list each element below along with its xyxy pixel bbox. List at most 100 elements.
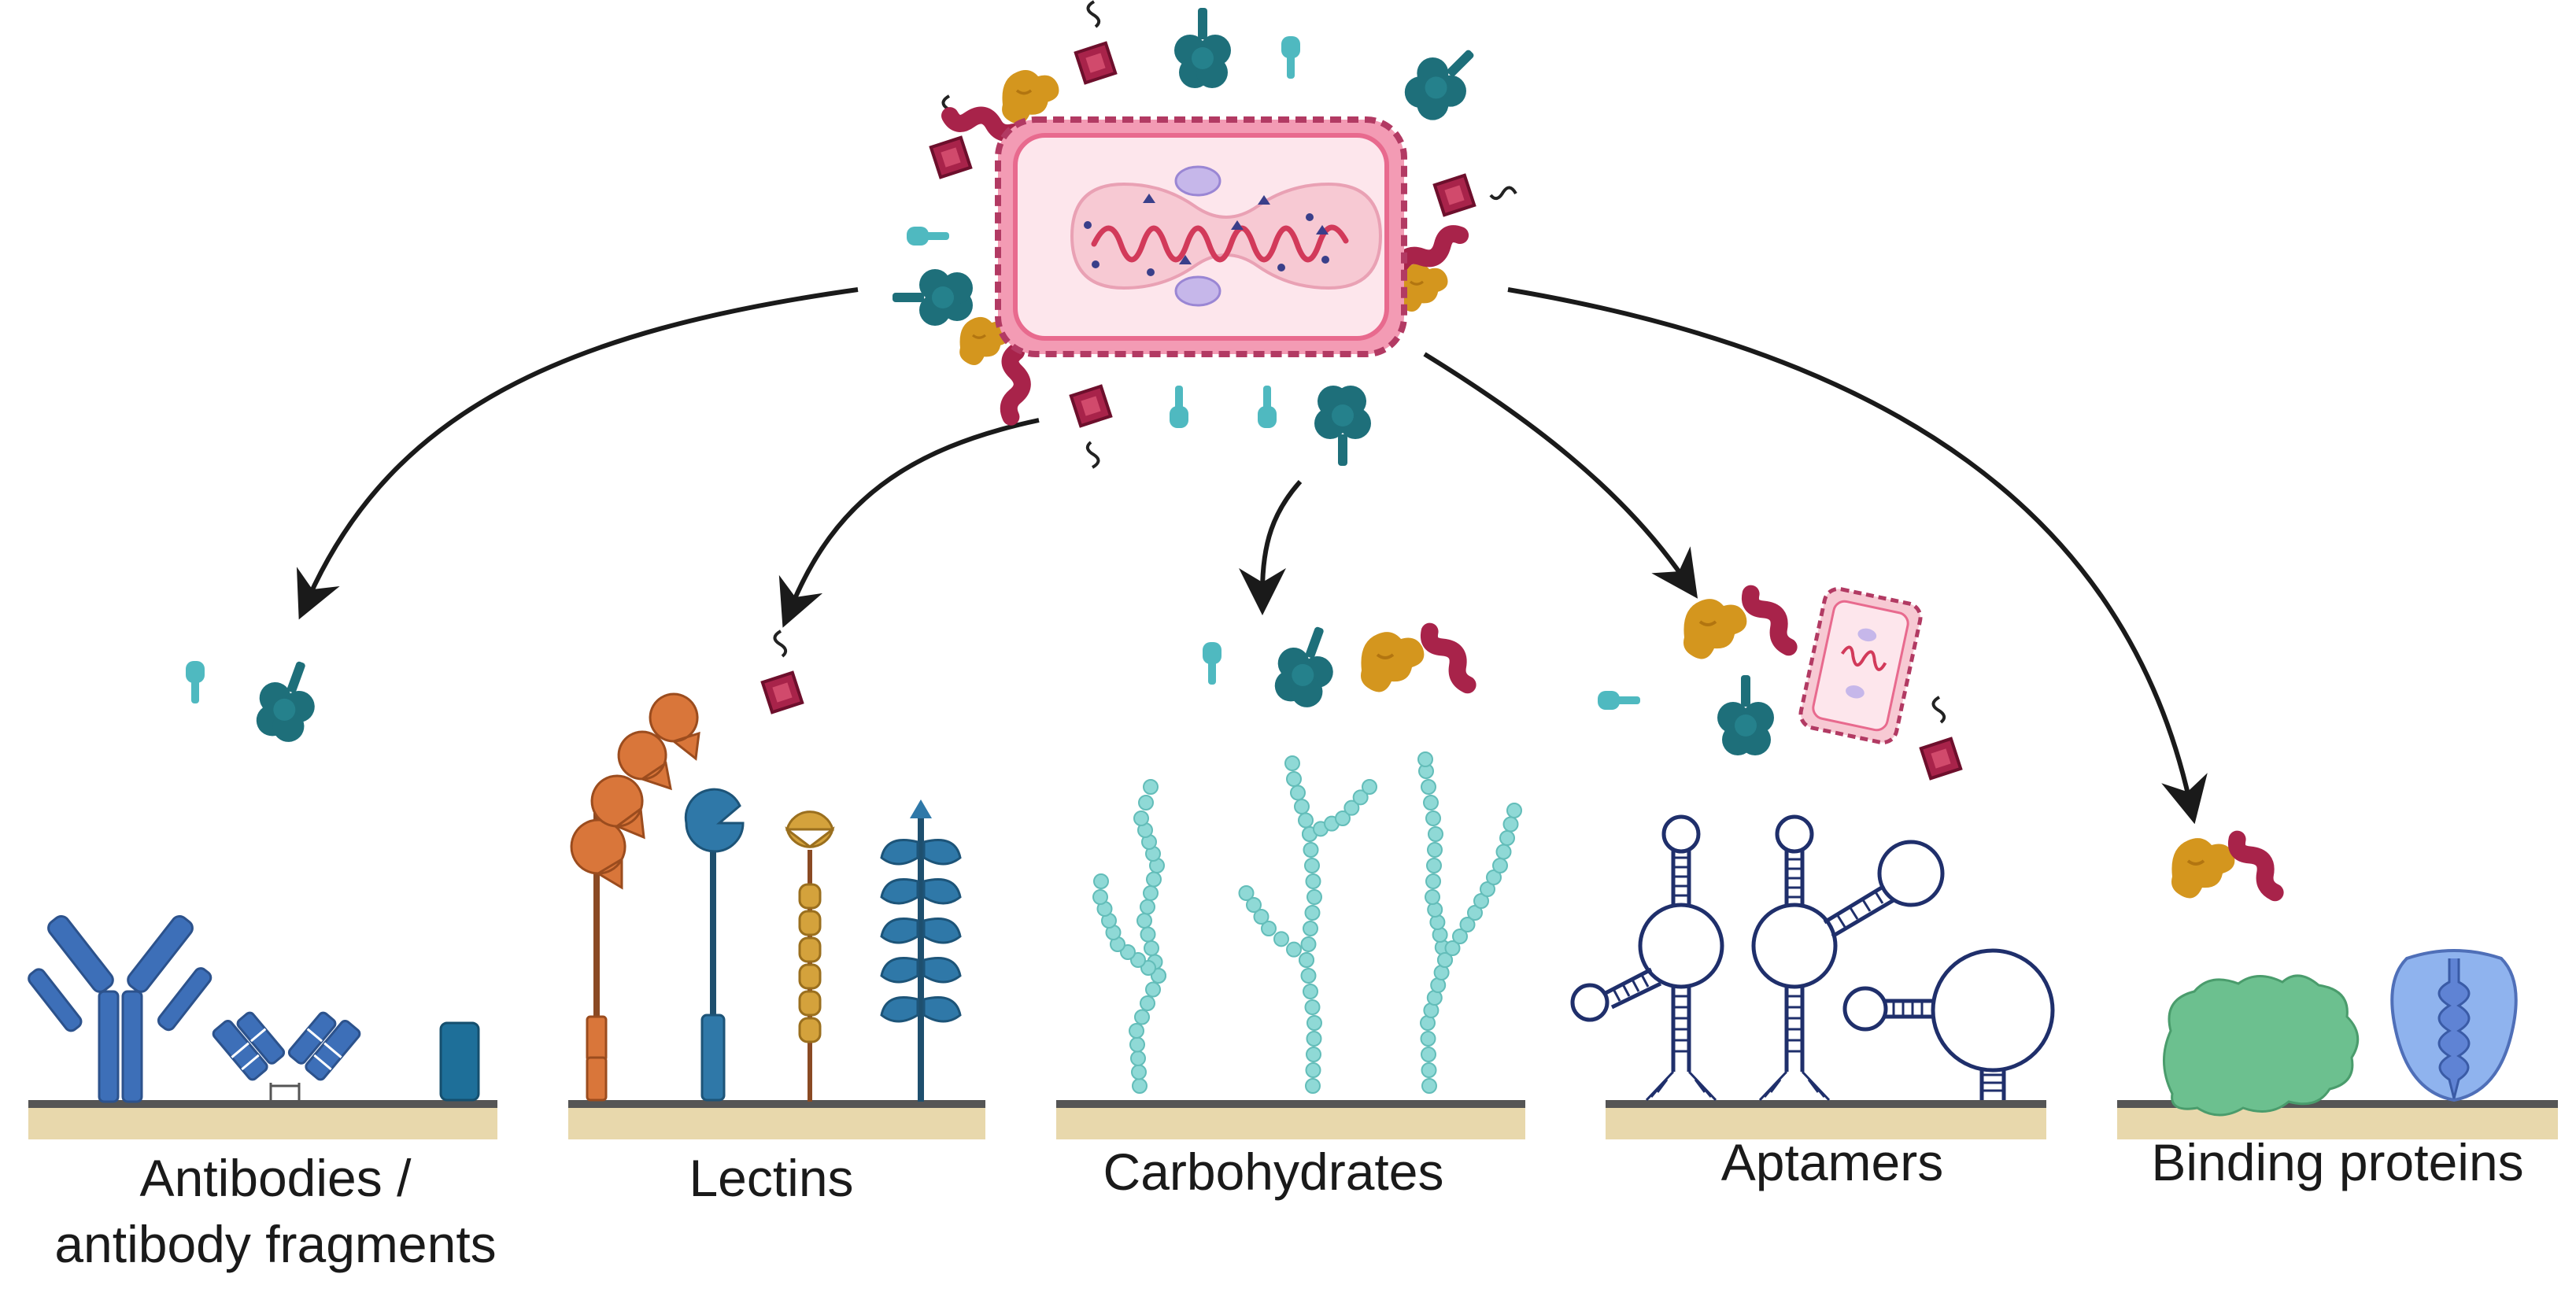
- carb-bead: [1290, 785, 1306, 801]
- carb-bead: [1502, 816, 1519, 833]
- carb-bead: [1261, 921, 1277, 936]
- carb-bead: [1093, 873, 1109, 889]
- carb-bead: [1246, 897, 1262, 913]
- plasmid-bottom: [1174, 275, 1221, 307]
- lectin-orange-icon: [570, 692, 700, 1102]
- carb-bead: [1120, 944, 1136, 960]
- surface-carbohydrates: [1056, 1100, 1525, 1139]
- carb-bead: [1428, 826, 1443, 842]
- carb-bead: [1304, 858, 1320, 873]
- carb-bead: [1304, 999, 1321, 1015]
- plasmid-top: [1174, 165, 1221, 197]
- carb-bead: [1421, 1062, 1437, 1078]
- carb-bead: [1130, 1050, 1146, 1066]
- carb-bead: [1300, 968, 1317, 984]
- carb-bead: [1420, 1031, 1436, 1047]
- carb-bead: [1143, 885, 1159, 901]
- nanobody-icon: [439, 1021, 480, 1102]
- crimson-worm-icon: [2234, 833, 2275, 899]
- lectin-blue-icon: [684, 788, 745, 1102]
- label-antibodies-line2: antibody fragments: [54, 1215, 496, 1273]
- aptamer-2-icon: [1751, 814, 1945, 1102]
- carb-bead: [1427, 902, 1443, 918]
- carb-bead: [1432, 927, 1448, 943]
- carb-bead: [1305, 1062, 1321, 1078]
- label-binding-proteins: Binding proteins: [2151, 1133, 2523, 1191]
- mustard-protein-icon: [1359, 630, 1426, 694]
- dna-strand: [1091, 224, 1349, 263]
- carb-bead: [1303, 984, 1318, 999]
- dark-protein-icon: [1266, 618, 1347, 713]
- arrow-to-carbohydrates: [1239, 480, 1303, 615]
- carb-bead: [1499, 830, 1515, 846]
- carb-bead: [1299, 952, 1314, 968]
- carb-bead: [1273, 931, 1289, 947]
- targets-aptamers: [1598, 586, 1963, 781]
- light-pin-icon: [1203, 642, 1221, 685]
- carb-bead: [1138, 795, 1154, 810]
- carb-bead: [1427, 842, 1443, 858]
- carb-bead: [1304, 905, 1321, 921]
- carb-bead: [1495, 844, 1512, 860]
- carb-bead: [1426, 858, 1442, 873]
- crimson-worm-icon: [1427, 626, 1468, 692]
- carb-bead: [1305, 873, 1321, 889]
- aptamer-3-icon: [1842, 948, 2055, 1100]
- carb-bead: [1140, 926, 1156, 943]
- carb-bead: [1253, 909, 1270, 925]
- dark-protein-icon: [1717, 675, 1774, 755]
- carb-bead: [1459, 917, 1476, 932]
- carb-bead: [1129, 1023, 1144, 1039]
- carb-bead: [1362, 779, 1377, 795]
- carb-bead: [1425, 873, 1441, 889]
- mini-bacterium-icon: [1798, 586, 1923, 745]
- antibody-fragment-icon: [212, 1011, 361, 1100]
- carb-bead: [1437, 952, 1453, 968]
- label-aptamers: Aptamers: [1721, 1133, 1943, 1191]
- arrow-to-lectins: [778, 418, 1040, 628]
- antibody-full-icon: [28, 914, 213, 1103]
- carb-bead: [1492, 858, 1508, 873]
- surface-binding-proteins: [2117, 1100, 2558, 1139]
- carb-bead: [1306, 1031, 1322, 1047]
- arrows: [296, 287, 2208, 825]
- dark-protein-icon: [247, 652, 329, 748]
- carb-bead: [1144, 940, 1159, 956]
- carb-bead: [1306, 1047, 1321, 1062]
- carb-bead: [1132, 1078, 1148, 1094]
- carb-bead: [1146, 871, 1162, 888]
- arrow-to-binding-proteins: [1507, 287, 2208, 825]
- carb-bead: [1423, 795, 1439, 810]
- label-lectins: Lectins: [689, 1149, 853, 1207]
- carb-bead: [1130, 952, 1146, 968]
- carb-bead: [1417, 751, 1433, 767]
- carb-bead: [1305, 1078, 1321, 1094]
- targets-binding-proteins: [2170, 833, 2275, 900]
- nucleoid: [1070, 182, 1383, 290]
- bacterium-cell: [893, 0, 1517, 469]
- mustard-protein-icon: [1682, 597, 1749, 661]
- surface-antibodies: [28, 1100, 497, 1139]
- targets-carbohydrates: [1203, 618, 1468, 713]
- carb-bead: [1421, 779, 1436, 795]
- carb-bead: [1444, 940, 1461, 956]
- carb-bead: [1284, 755, 1300, 771]
- carb-bead: [1335, 810, 1351, 826]
- label-carbohydrates: Carbohydrates: [1103, 1143, 1444, 1201]
- mustard-protein-icon: [2170, 836, 2237, 900]
- blue-binding-protein-icon: [2390, 949, 2518, 1102]
- light-pin-icon: [186, 661, 205, 703]
- red-square-icon: [1919, 696, 1963, 781]
- carb-bead: [1298, 812, 1314, 829]
- carb-bead: [1143, 779, 1159, 795]
- surface-lectins: [568, 1100, 985, 1139]
- crimson-worm-icon: [1748, 588, 1789, 654]
- carb-bead: [1429, 914, 1446, 930]
- carb-bead: [1294, 799, 1310, 814]
- carb-bead: [1452, 929, 1468, 944]
- lectin-gold-icon: [785, 810, 835, 1102]
- carb-bead: [1136, 913, 1152, 929]
- carb-bead: [1134, 1009, 1150, 1025]
- carb-bead: [1425, 889, 1440, 905]
- carb-bead: [1425, 810, 1441, 826]
